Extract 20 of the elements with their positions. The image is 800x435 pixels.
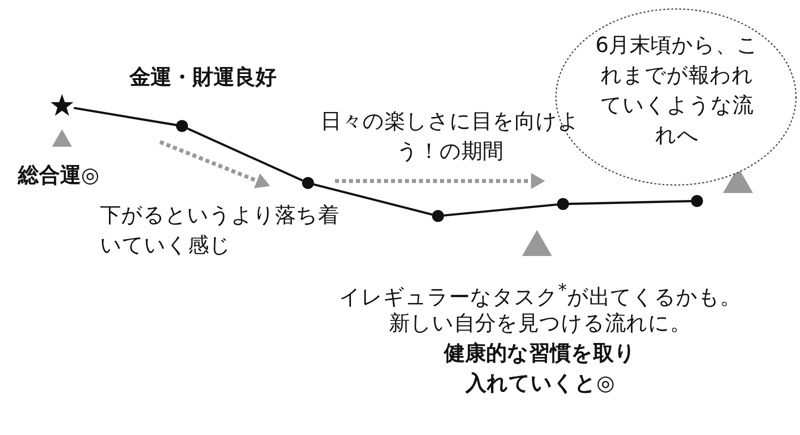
connector-line — [444, 203, 558, 217]
text-label: 健康的な習慣を取り入れていくと◎ — [442, 340, 637, 397]
dot-marker — [691, 195, 703, 207]
dot-marker — [432, 210, 444, 222]
connector-line — [74, 106, 176, 126]
text-label: 金運・財運良好 — [128, 64, 278, 91]
text-label: 新しい自分を見つける流れに。 — [388, 310, 692, 337]
connector-line — [314, 183, 432, 216]
dot-marker — [302, 177, 314, 189]
connector-line — [568, 200, 692, 205]
connector-line — [187, 127, 303, 182]
speech-bubble — [555, 8, 797, 186]
text-label: 総合運◎ — [18, 162, 100, 189]
star-marker — [50, 94, 74, 118]
dot-marker — [557, 198, 569, 210]
text-label: 下がるというより落ち着いていく感じ — [100, 202, 340, 259]
dot-marker — [176, 120, 188, 132]
text-label: イレギュラーなタスク$^{*}$が出てくるかも。 — [338, 280, 742, 311]
text-label: 日々の楽しさに目を向けよう！の期間 — [320, 108, 580, 165]
bubble-text: 6月末頃から、これまでが報われていくような流れへ — [594, 32, 760, 149]
